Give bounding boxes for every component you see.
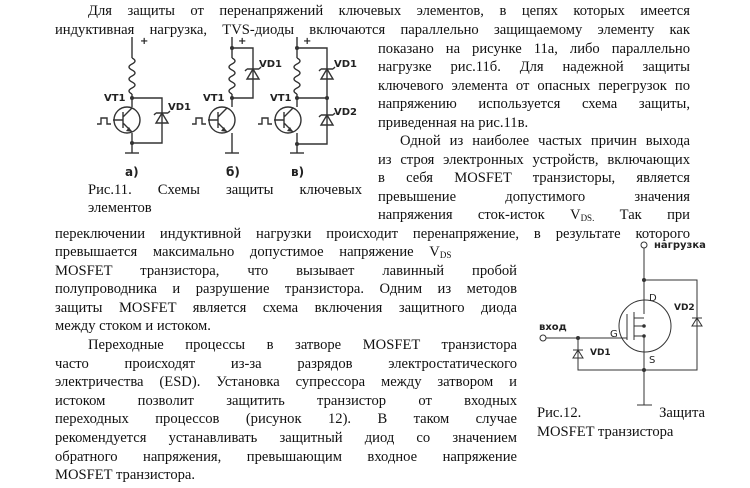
text-line: рекомендуется устанавливать защитный дио… — [55, 430, 517, 446]
svg-text:G: G — [610, 329, 618, 340]
circuit-b: + VT1 VD1 б) — [191, 36, 282, 179]
text: напряжения сток-исток V — [378, 207, 581, 223]
subscript: DS — [439, 250, 452, 260]
figure12-diagram: нагрузка вход D G S VD1 VD2 — [539, 240, 706, 406]
text-line: полупроводника и разрушение транзистора.… — [55, 281, 517, 297]
text-line: приведенная на рис.11в. — [378, 115, 529, 131]
text-line: превышение допустимого значения — [378, 189, 690, 205]
text-line-vds: напряжения сток-исток VDS. Так при — [378, 206, 690, 224]
text-line: переходных процессов (рисунок 12). В так… — [55, 411, 517, 427]
svg-text:VD1: VD1 — [590, 348, 611, 358]
svg-text:+: + — [303, 36, 311, 47]
svg-text:нагрузка: нагрузка — [654, 240, 706, 251]
text-line: MOSFET транзистора, что вызывает лавинны… — [55, 263, 517, 279]
svg-text:VT1: VT1 — [203, 93, 225, 104]
svg-text:VD1: VD1 — [334, 59, 357, 70]
text: Рис.12. — [537, 405, 582, 421]
text-line: часто происходят из-за разрядов электрос… — [55, 356, 517, 372]
text-line: в себя MOSFET транзисторы, является — [378, 170, 690, 186]
text-line: защиты MOSFET является схема включения з… — [55, 300, 517, 316]
text-line-vds: превышается максимально допустимое напря… — [55, 243, 517, 261]
text-line: между стоком и истоком. — [55, 318, 211, 334]
text-line: ключевого элемента от опасных перегрузок… — [378, 78, 690, 94]
text: Так при — [594, 207, 690, 223]
svg-text:VT1: VT1 — [270, 93, 292, 104]
svg-text:а): а) — [125, 165, 139, 179]
svg-text:вход: вход — [539, 322, 567, 333]
circuit-c: + VT1 VD1 VD2 в) — [257, 36, 357, 179]
text-line: нагрузке рис.11б. Для надежной защиты — [378, 59, 690, 75]
text-line: показано на рисунке 11а, либо параллельн… — [378, 41, 690, 57]
text-line: Одной из наиболее частых причин выхода — [400, 133, 690, 149]
figure12-caption: Рис.12. Защита — [537, 404, 705, 422]
text-line: напряжению используется схема защиты, — [378, 96, 690, 112]
text-line: из строя электронных устройств, включающ… — [378, 152, 690, 168]
text-line: электричества (ESD). Установка супрессор… — [55, 374, 517, 390]
svg-text:S: S — [649, 355, 655, 366]
text-line: обратного напряжения, превышающим входно… — [55, 449, 517, 465]
svg-text:+: + — [238, 36, 246, 47]
svg-text:VD1: VD1 — [259, 59, 282, 70]
svg-text:+: + — [140, 36, 148, 47]
figure12-caption-2: MOSFET транзистора — [537, 424, 674, 440]
figure11-caption: Рис.11. Схемы защиты ключевых — [88, 182, 362, 198]
svg-text:б): б) — [226, 165, 240, 179]
text: превышается максимально допустимое напря… — [55, 244, 440, 260]
svg-text:в): в) — [291, 165, 304, 179]
svg-text:D: D — [649, 293, 657, 304]
text-line: Для защиты от перенапряжений ключевых эл… — [88, 3, 690, 19]
text-line: истоком позволит защитить транзистор от … — [55, 393, 517, 409]
svg-text:VD2: VD2 — [674, 303, 695, 313]
text-line: переключении индуктивной нагрузки происх… — [55, 226, 690, 242]
text-line: MOSFET транзистора. — [55, 467, 196, 483]
text-line: Переходные процессы в затворе MOSFET тра… — [88, 337, 517, 353]
circuit-a: + VT1 VD1 а) — [96, 36, 191, 179]
svg-text:VD2: VD2 — [334, 107, 357, 118]
svg-text:VT1: VT1 — [104, 93, 126, 104]
svg-text:VD1: VD1 — [168, 102, 191, 113]
figure11-caption-2: элементов — [88, 200, 152, 216]
text-line: индуктивная нагрузка, TVS-диоды включают… — [55, 22, 690, 38]
text: Защита — [659, 405, 705, 421]
subscript: DS. — [580, 213, 595, 223]
